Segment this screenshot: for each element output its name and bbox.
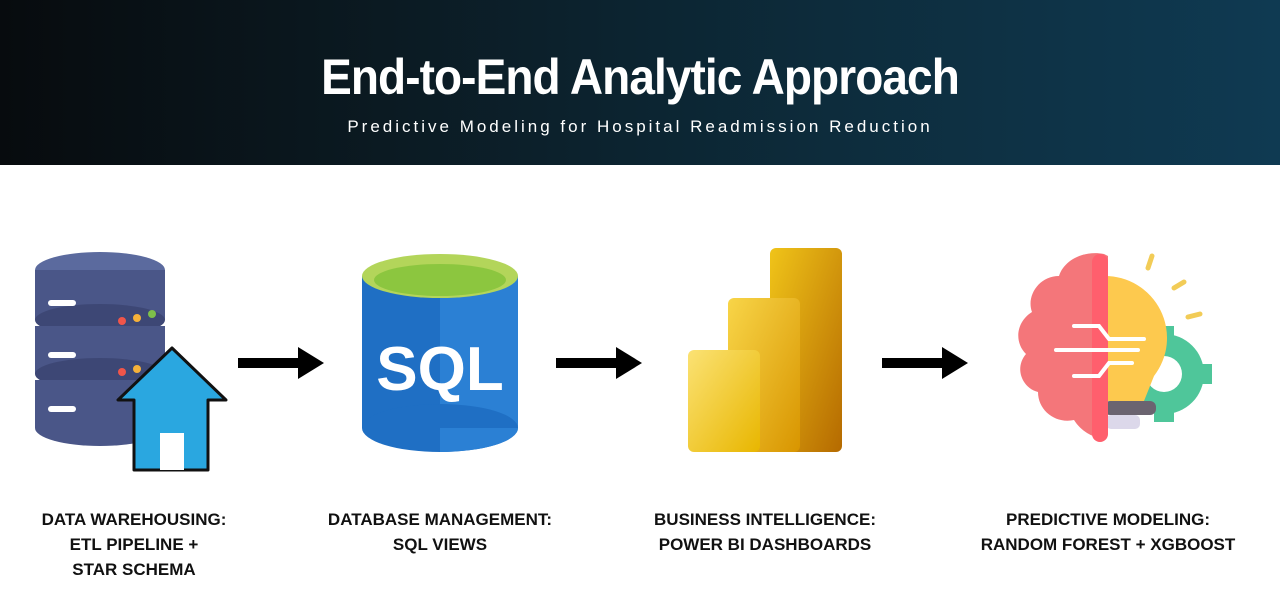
header-banner: End-to-End Analytic Approach Predictive … (0, 0, 1280, 165)
step-label-business-intelligence: BUSINESS INTELLIGENCE: POWER BI DASHBOAR… (615, 507, 915, 557)
sql-icon-text: SQL (376, 335, 503, 404)
step-label-predictive-modeling: PREDICTIVE MODELING: RANDOM FOREST + XGB… (958, 507, 1258, 557)
label-line: SQL VIEWS (392, 535, 488, 554)
step-label-data-warehousing: DATA WAREHOUSING: ETL PIPELINE + STAR SC… (0, 507, 284, 582)
power-bi-icon (688, 248, 842, 452)
label-line: PREDICTIVE MODELING: (1005, 510, 1210, 529)
label-line: POWER BI DASHBOARDS (658, 535, 872, 554)
brain-lightbulb-icon (1018, 253, 1212, 442)
page-title: End-to-End Analytic Approach (321, 49, 960, 105)
step-label-database-management: DATABASE MANAGEMENT: SQL VIEWS (290, 507, 590, 557)
arrow-right-icon (556, 347, 642, 379)
arrow-right-icon (238, 347, 324, 379)
label-line: DATABASE MANAGEMENT: (327, 510, 553, 529)
label-line: ETL PIPELINE + (69, 535, 199, 554)
page-subtitle: Predictive Modeling for Hospital Readmis… (347, 117, 933, 136)
sql-database-icon: SQL (362, 254, 518, 452)
data-warehouse-icon (35, 252, 228, 472)
arrow-right-icon (882, 347, 968, 379)
label-line: DATA WAREHOUSING: (41, 510, 227, 529)
label-line: RANDOM FOREST + XGBOOST (980, 535, 1236, 554)
label-line: BUSINESS INTELLIGENCE: (654, 510, 876, 529)
label-line: STAR SCHEMA (72, 560, 196, 579)
